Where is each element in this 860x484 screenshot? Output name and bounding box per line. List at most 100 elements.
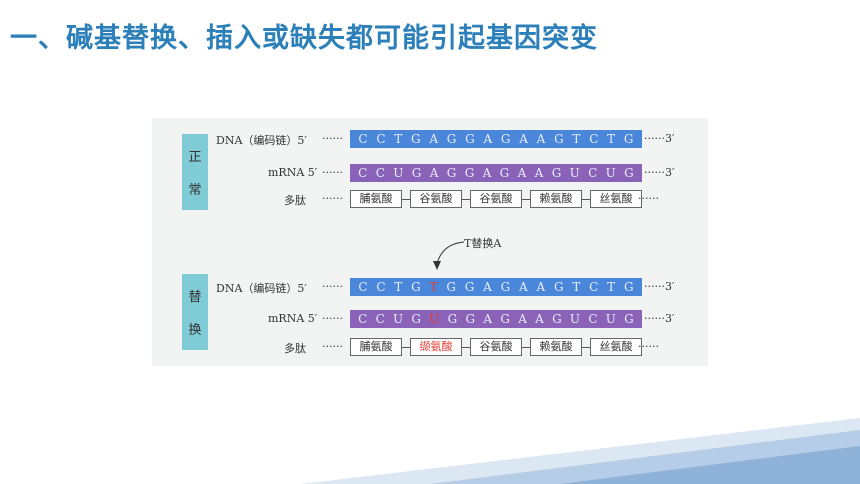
dots: ······: [638, 340, 659, 353]
base-12: G: [554, 132, 564, 146]
side-label-normal: 正 常: [182, 134, 208, 210]
base-16: G: [624, 312, 634, 326]
base-6: G: [446, 166, 457, 180]
base-11: A: [536, 132, 546, 146]
side-label-substitution-char-1: 替: [188, 290, 202, 305]
base-1: C: [358, 280, 368, 294]
arrow-icon: [433, 241, 465, 270]
base-12: G: [553, 280, 564, 294]
base-2: C: [376, 280, 386, 294]
peptide-row-label: 多肽: [284, 342, 306, 355]
peptide-bond: [402, 346, 410, 348]
amino-acid-2: 缬氨酸: [410, 338, 462, 356]
base-3: U: [393, 312, 404, 326]
base-9: G: [500, 312, 510, 326]
base-4: G: [411, 280, 421, 294]
dna-end-label: ······3′: [644, 132, 675, 145]
base-4: G: [411, 166, 422, 180]
dots: ······: [322, 132, 343, 145]
dots: ······: [322, 192, 343, 205]
base-5: A: [429, 166, 439, 180]
base-6: G: [446, 132, 457, 146]
dots: ······: [322, 166, 343, 179]
base-8: A: [483, 280, 492, 294]
base-5: U: [429, 312, 440, 326]
base-16: G: [623, 280, 634, 294]
mrna-row-label: mRNA 5′: [268, 166, 318, 179]
peptide-bond: [462, 346, 470, 348]
mrna-end-label: ······3′: [644, 166, 675, 179]
base-10: A: [518, 312, 527, 326]
base-2: C: [375, 312, 385, 326]
base-8: A: [483, 312, 493, 326]
base-15: T: [607, 132, 616, 146]
base-15: T: [607, 280, 616, 294]
peptide-bond: [402, 198, 410, 200]
dna-row-label: DNA（编码链）5′: [216, 134, 307, 147]
base-13: U: [569, 312, 581, 326]
peptide-bond: [462, 198, 470, 200]
base-5: T: [429, 280, 438, 294]
base-9: G: [499, 166, 510, 180]
dots: ······: [322, 280, 343, 293]
mutation-annotation: T替换A: [464, 237, 502, 250]
base-7: G: [464, 166, 475, 180]
peptide-bond: [522, 346, 530, 348]
base-1: C: [358, 132, 368, 146]
amino-acid-3: 谷氨酸: [470, 190, 522, 208]
base-7: G: [465, 132, 475, 146]
base-15: U: [605, 166, 616, 180]
mrna-end-label: ······3′: [644, 312, 675, 325]
base-15: U: [605, 312, 616, 326]
peptide-substitution: 脯氨酸缬氨酸谷氨酸赖氨酸丝氨酸: [350, 338, 642, 356]
base-14: C: [589, 280, 599, 294]
base-11: A: [536, 280, 546, 294]
base-2: C: [376, 132, 386, 146]
dna-row-label: DNA（编码链）5′: [216, 282, 307, 295]
base-2: C: [375, 166, 385, 180]
amino-acid-4: 赖氨酸: [530, 338, 582, 356]
base-10: A: [519, 280, 528, 294]
side-label-substitution-char-2: 换: [188, 323, 202, 338]
base-11: A: [535, 312, 544, 326]
base-16: G: [624, 166, 634, 180]
base-6: G: [447, 312, 458, 326]
peptide-bond: [522, 198, 530, 200]
amino-acid-2: 谷氨酸: [410, 190, 462, 208]
side-label-substitution: 替 换: [182, 274, 208, 350]
base-3: U: [393, 166, 404, 180]
base-14: C: [588, 312, 598, 326]
amino-acid-1: 脯氨酸: [350, 338, 402, 356]
base-1: C: [358, 166, 368, 180]
base-14: C: [589, 132, 599, 146]
amino-acid-5: 丝氨酸: [590, 190, 642, 208]
base-4: G: [411, 312, 422, 326]
peptide-bond: [582, 346, 590, 348]
base-11: A: [534, 166, 544, 180]
base-8: A: [482, 166, 492, 180]
base-12: G: [551, 166, 562, 180]
dots: ······: [322, 312, 343, 325]
dna-end-label: ······3′: [644, 280, 675, 293]
base-13: U: [569, 166, 580, 180]
base-4: G: [411, 132, 421, 146]
amino-acid-3: 谷氨酸: [470, 338, 522, 356]
amino-acid-1: 脯氨酸: [350, 190, 402, 208]
base-9: G: [500, 280, 511, 294]
amino-acid-4: 赖氨酸: [530, 190, 582, 208]
dots: ······: [322, 340, 343, 353]
base-1: C: [358, 312, 368, 326]
base-5: A: [429, 132, 439, 146]
peptide-bond: [582, 198, 590, 200]
base-16: G: [623, 132, 634, 146]
base-8: A: [483, 132, 493, 146]
side-label-normal-char-1: 正: [188, 150, 202, 165]
dots: ······: [638, 192, 659, 205]
base-9: G: [500, 132, 511, 146]
base-13: T: [572, 132, 581, 146]
